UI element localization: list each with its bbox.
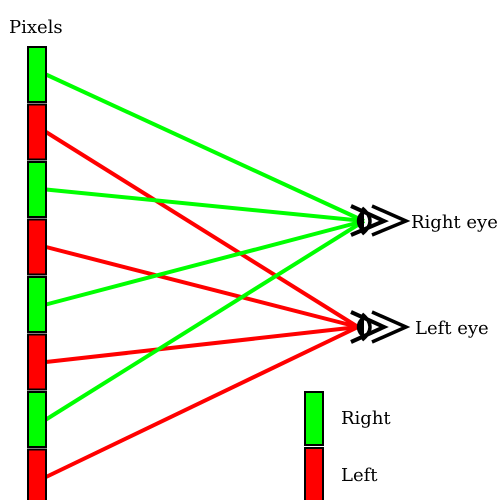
left-eye-label: Left eye [415, 318, 489, 339]
right-ray-1 [45, 72, 365, 223]
light-rays [44, 72, 366, 479]
pixel-left-8 [27, 448, 47, 504]
right-eye-icon [350, 204, 411, 237]
pixel-right-7 [27, 391, 47, 448]
pixel-left-4 [27, 218, 47, 276]
legend-left-swatch [304, 447, 324, 503]
legend-left-label: Left [341, 465, 378, 486]
pixel-left-2 [27, 103, 47, 161]
left-ray-2 [44, 130, 360, 329]
left-ray-8 [45, 325, 359, 479]
legend-right-label: Right [341, 408, 391, 429]
right-ray-3 [45, 187, 365, 223]
pixel-left-6 [27, 333, 47, 391]
right-ray-5 [45, 219, 365, 307]
pixel-column [27, 46, 47, 504]
pixel-right-5 [27, 276, 47, 333]
pixel-right-3 [27, 161, 47, 218]
left-eye-icon [350, 310, 411, 344]
pixel-right-1 [27, 46, 47, 103]
left-ray-6 [45, 325, 359, 364]
right-eye-label: Right eye [411, 212, 498, 233]
legend: Right Left [304, 391, 391, 503]
right-ray-7 [44, 219, 366, 422]
left-ray-4 [45, 245, 359, 329]
legend-right-swatch [304, 391, 324, 446]
pixels-title: Pixels [9, 17, 63, 38]
